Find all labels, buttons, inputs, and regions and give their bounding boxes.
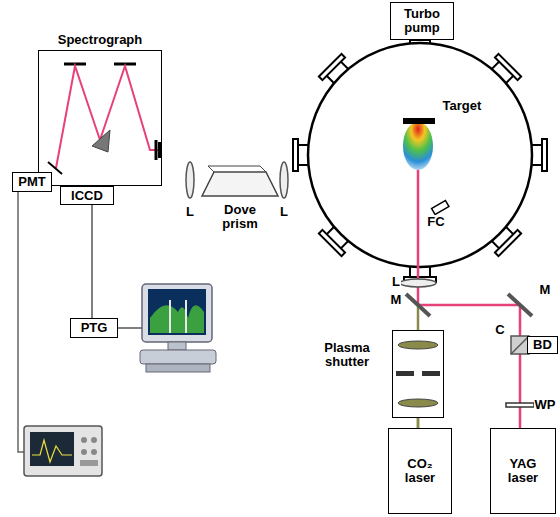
mirror	[508, 294, 532, 316]
lens-label: L	[391, 275, 401, 289]
node-text: Turbo pump	[391, 7, 453, 35]
spectrograph-optics	[48, 64, 162, 174]
plasma-shutter-box: Plasma shutter	[392, 330, 444, 418]
node-text: YAG laser	[491, 457, 555, 485]
yag-laser-box: YAG laser	[490, 428, 556, 514]
prism-label: Dove prism	[217, 203, 263, 231]
shutter-optics	[396, 341, 440, 428]
laser-beam	[519, 305, 522, 428]
waveplate-label: WP	[534, 398, 557, 412]
waveplate	[506, 403, 534, 407]
lens	[400, 279, 436, 287]
mirror	[406, 294, 430, 316]
ptg-box: PTG	[70, 318, 118, 338]
ptg-cable	[118, 327, 142, 329]
node-text: PTG	[78, 321, 111, 335]
node-text: PMT	[15, 175, 48, 189]
lens	[186, 162, 194, 198]
computer-icon	[140, 284, 216, 372]
laser-beam	[418, 304, 520, 307]
chamber-ports	[293, 40, 547, 282]
cube-label: C	[494, 323, 505, 337]
beam-dump-box: BD	[527, 336, 558, 354]
vacuum-chamber	[308, 43, 532, 267]
node-text: BD	[530, 338, 555, 352]
node-text: ICCD	[68, 189, 106, 203]
mirror-label: M	[390, 293, 403, 307]
lens-label: L	[279, 205, 289, 219]
spectrograph-box: Spectrograph	[38, 50, 162, 186]
plasma-plume	[403, 122, 433, 170]
iccd-box: ICCD	[60, 186, 114, 205]
node-text: CO₂ laser	[389, 457, 451, 485]
co2-laser-box: CO₂ laser	[388, 428, 452, 514]
co2-beam	[417, 418, 420, 428]
fc-label: FC	[426, 215, 445, 229]
faraday-cup	[432, 200, 449, 214]
mirror-label: M	[539, 283, 552, 297]
dove-prism	[202, 172, 278, 196]
trigger-cable	[91, 205, 93, 318]
pmt-box: PMT	[12, 172, 52, 192]
pmt-cable	[18, 192, 24, 452]
target-label: Target	[442, 99, 483, 113]
oscilloscope-icon	[24, 426, 102, 476]
lens-label: L	[185, 205, 195, 219]
lens	[280, 162, 288, 198]
node-text: Spectrograph	[39, 33, 161, 47]
node-text: Plasma shutter	[309, 341, 385, 369]
co2-beam	[417, 305, 420, 330]
turbo-pump-box: Turbo pump	[390, 2, 454, 40]
target	[403, 118, 435, 124]
